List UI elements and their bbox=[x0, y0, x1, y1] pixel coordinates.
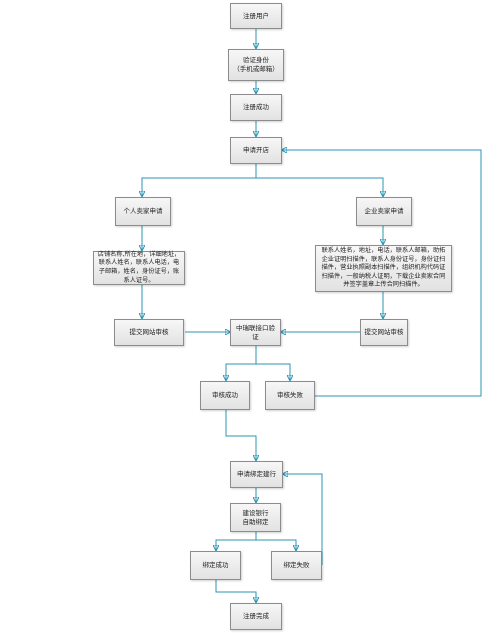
edge-fail-loop-to-apply bbox=[282, 150, 482, 397]
node-verify-identity: 验证身份 （手机或邮箱） bbox=[228, 49, 284, 81]
node-cfca-verify-label: 中瑞联接口验证 bbox=[236, 323, 275, 341]
node-apply-bind-bank-label: 申请绑定建行 bbox=[237, 470, 276, 478]
edge-apply-to-enterprise bbox=[256, 177, 383, 196]
edge-ccb-to-fail bbox=[256, 539, 296, 550]
node-apply-store: 申请开店 bbox=[230, 137, 282, 164]
edge-cfca-to-success bbox=[226, 346, 257, 380]
edge-ccb-to-success bbox=[216, 532, 257, 550]
node-personal-seller-label: 个人卖家申请 bbox=[123, 207, 163, 215]
node-submit-review-left-label: 提交网站审核 bbox=[129, 328, 169, 336]
node-submit-review-left: 提交网站审核 bbox=[114, 319, 184, 346]
node-register-user-label: 注册用户 bbox=[243, 11, 269, 20]
node-register-success: 注册成功 bbox=[230, 94, 282, 121]
edge-bind-success-to-complete bbox=[215, 580, 256, 602]
node-apply-store-label: 申请开店 bbox=[243, 146, 269, 154]
edge-bind-fail-loop bbox=[283, 474, 323, 565]
edge-apply-to-personal bbox=[142, 164, 257, 196]
node-personal-info-text: 店铺名称,所在地，详细地址，联系人姓名，联系人电话，电子邮箱，姓名，身份证号，账… bbox=[97, 250, 181, 284]
node-apply-bind-bank: 申请绑定建行 bbox=[230, 461, 283, 488]
node-bind-fail: 绑定失败 bbox=[271, 551, 322, 580]
node-enterprise-seller-label: 企业卖家申请 bbox=[364, 207, 404, 215]
node-submit-review-right-label: 提交网站审核 bbox=[364, 328, 404, 336]
node-register-complete: 注册完成 bbox=[230, 603, 282, 630]
node-bind-success: 绑定成功 bbox=[190, 551, 241, 580]
node-review-success: 审核成功 bbox=[200, 381, 250, 410]
node-personal-info: 店铺名称,所在地，详细地址，联系人姓名，联系人电话，电子邮箱，姓名，身份证号，账… bbox=[93, 251, 185, 285]
node-review-fail-label: 审核失败 bbox=[277, 391, 303, 399]
node-verify-identity-label: 验证身份 （手机或邮箱） bbox=[233, 56, 279, 73]
node-register-complete-label: 注册完成 bbox=[243, 612, 269, 620]
node-personal-seller: 个人卖家申请 bbox=[115, 197, 171, 226]
edge-review-success-to-bind bbox=[225, 410, 256, 460]
node-review-fail: 审核失败 bbox=[265, 381, 315, 410]
node-review-success-label: 审核成功 bbox=[212, 391, 238, 399]
node-ccb-auto-bind-label: 建设银行 自助绑定 bbox=[242, 508, 269, 526]
node-submit-review-right: 提交网站审核 bbox=[360, 319, 408, 346]
edge-cfca-to-fail bbox=[256, 363, 290, 380]
node-register-user: 注册用户 bbox=[230, 3, 282, 29]
node-enterprise-info-text: 联系人姓名，地址，电话，联系人邮箱，助拓企业证明扫描件，联系人身份证号，身份证扫… bbox=[321, 247, 446, 289]
node-enterprise-info: 联系人姓名，地址，电话，联系人邮箱，助拓企业证明扫描件，联系人身份证号，身份证扫… bbox=[315, 245, 452, 292]
node-bind-success-label: 绑定成功 bbox=[202, 561, 229, 569]
node-bind-fail-label: 绑定失败 bbox=[283, 561, 310, 569]
node-enterprise-seller: 企业卖家申请 bbox=[356, 197, 412, 226]
node-cfca-verify: 中瑞联接口验证 bbox=[230, 319, 281, 346]
node-register-success-label: 注册成功 bbox=[243, 103, 269, 111]
node-ccb-auto-bind: 建设银行 自助绑定 bbox=[230, 503, 281, 532]
